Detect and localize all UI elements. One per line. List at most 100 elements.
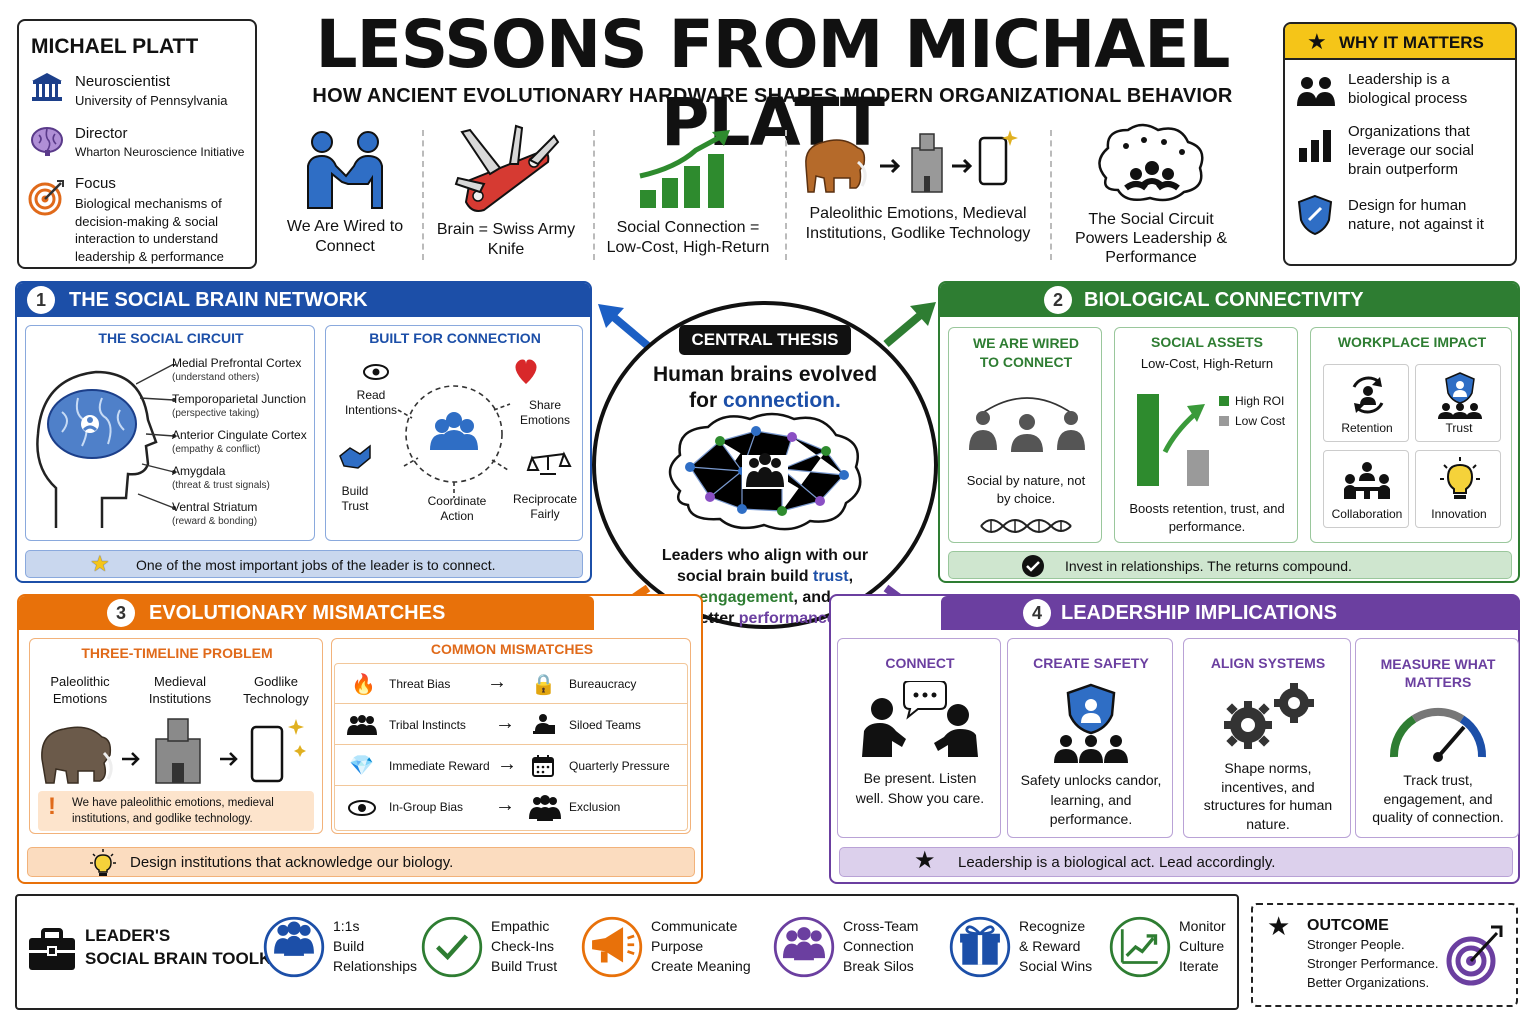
network-brain-icon	[668, 412, 862, 531]
built-label: Reciprocate Fairly	[512, 492, 578, 521]
mismatch-to: Siloed Teams	[569, 718, 641, 732]
arrow-icon: →	[487, 671, 507, 693]
idea-label: Paleolithic Emotions, Medieval Instituti…	[805, 205, 1031, 242]
mammoth-castle-phone-icon	[41, 718, 306, 784]
panel-title: BUILT FOR CONNECTION	[369, 330, 541, 346]
top-ideas: We Are Wired to Connect Brain = Swiss Ar…	[270, 120, 1270, 270]
connected-people-icon	[969, 397, 1085, 452]
brain-region: Ventral Striatum(reward & bonding)	[172, 500, 258, 527]
profile-item-title: Neuroscientist	[75, 73, 171, 90]
toolkit-title: LEADER'S	[85, 926, 171, 945]
panel-title: WE ARE WIRED TO CONNECT	[972, 335, 1080, 370]
mammoth-castle-phone-icon	[805, 130, 1018, 193]
retention-icon	[1352, 376, 1384, 414]
why-item: Leadership is a biological process	[1348, 71, 1468, 107]
card-title: MEASURE WHAT MATTERS	[1380, 656, 1496, 690]
section-number: 1	[27, 286, 55, 314]
profile-name: MICHAEL PLATT	[31, 35, 199, 58]
toolkit-line: Communicate	[651, 918, 738, 934]
toolkit-icon	[421, 916, 483, 978]
star-icon: ★	[914, 847, 936, 874]
section-title: BIOLOGICAL CONNECTIVITY	[1084, 289, 1364, 311]
section-number: 2	[1044, 286, 1072, 314]
toolkit-line: Social Wins	[1019, 958, 1093, 974]
toolkit-icon	[263, 916, 325, 978]
mismatch-row: In-Group Bias → Exclusion	[335, 787, 687, 827]
group-icon	[347, 715, 377, 735]
toolbox-icon	[29, 928, 75, 970]
section-title: EVOLUTIONARY MISMATCHES	[149, 602, 446, 624]
brain-icon	[31, 127, 63, 156]
brain-region: Temporoparietal Junction(perspective tak…	[172, 392, 307, 419]
toolkit-line: Iterate	[1179, 958, 1219, 974]
mismatch-to: Bureaucracy	[569, 677, 637, 691]
mismatch-from: Immediate Reward	[389, 759, 490, 773]
target-icon	[28, 180, 64, 216]
brain-region: Medial Prefrontal Cortex(understand othe…	[172, 356, 302, 383]
profile-item-title: Focus	[75, 175, 116, 192]
toolkit-line: 1:1s	[333, 918, 360, 934]
impact-tile: Innovation	[1415, 450, 1501, 528]
mismatch-to: Exclusion	[569, 800, 621, 814]
lock-icon: 🔒	[531, 674, 556, 696]
people-icon	[1297, 77, 1335, 106]
arrow-icon: →	[495, 794, 515, 816]
lightbulb-icon	[90, 849, 116, 876]
panel-title: THREE-TIMELINE PROBLEM	[81, 645, 273, 661]
target-icon	[1446, 925, 1503, 986]
thesis-line: for connection.	[689, 389, 841, 412]
impact-label: Retention	[1341, 421, 1393, 435]
built-label: Build Trust	[341, 484, 369, 513]
common-mismatches-panel: COMMON MISMATCHES 🔥 Threat Bias → 🔒 Bure…	[331, 638, 691, 834]
central-thesis-circle: CENTRAL THESIS Human brains evolved for …	[592, 301, 938, 629]
toolkit-line: Culture	[1179, 938, 1225, 954]
section-band: ★ One of the most important jobs of the …	[25, 550, 583, 578]
star-icon: ★	[90, 551, 110, 576]
toolkit-icon	[773, 916, 835, 978]
group-icon	[529, 795, 561, 821]
why-item: Design for human nature, not against it	[1348, 197, 1484, 233]
profile-item-desc: Biological mechanisms of decision-making…	[75, 196, 224, 264]
fire-icon: 🔥	[351, 674, 376, 696]
implication-card: MEASURE WHAT MATTERS Track trust, engage…	[1355, 638, 1519, 838]
social-circuit-panel: THE SOCIAL CIRCUIT Medial Prefrontal Cor…	[25, 325, 315, 541]
built-label: Share Emotions	[519, 398, 571, 427]
why-item: Organizations that leverage our social b…	[1348, 123, 1474, 178]
toolkit-title: SOCIAL BRAIN TOOLKIT	[85, 949, 287, 968]
section-band: Invest in relationships. The returns com…	[948, 551, 1512, 579]
star-icon: ★	[1267, 911, 1291, 941]
impact-tile: Retention	[1323, 364, 1409, 442]
bar-chart-icon	[1299, 130, 1331, 162]
built-label: Coordinate Action	[427, 494, 487, 523]
social-circuit-brain-icon	[1098, 123, 1204, 202]
panel-title: WORKPLACE IMPACT	[1337, 334, 1487, 350]
lightbulb-icon	[1440, 457, 1480, 499]
arrow-icon	[883, 302, 936, 348]
mismatch-from: In-Group Bias	[389, 800, 464, 814]
legend-swatch	[1219, 396, 1229, 406]
timeline-label: Godlike Technology	[243, 674, 309, 706]
timeline-label: Medieval Institutions	[148, 674, 212, 706]
profile-item-desc: Wharton Neuroscience Initiative	[75, 145, 245, 159]
implication-card: CONNECT Be present. Listen well. Show yo…	[837, 638, 1001, 838]
mismatch-from: Tribal Instincts	[389, 718, 466, 732]
impact-tile: Collaboration	[1323, 450, 1409, 528]
warning-icon: !	[48, 793, 56, 820]
section-title: LEADERSHIP IMPLICATIONS	[1061, 602, 1337, 624]
timeline-label: Paleolithic Emotions	[50, 674, 110, 706]
roi-chart-icon	[1137, 394, 1209, 486]
card-title: CREATE SAFETY	[1033, 655, 1149, 671]
wired-panel: WE ARE WIRED TO CONNECT Social by nature…	[948, 327, 1102, 543]
section-header: 2 BIOLOGICAL CONNECTIVITY	[940, 283, 1518, 317]
toolkit-icon	[949, 916, 1011, 978]
card-title: ALIGN SYSTEMS	[1210, 655, 1326, 671]
thesis-tag: CENTRAL THESIS	[679, 325, 851, 355]
outcome-card: ★ OUTCOME Stronger People. Stronger Perf…	[1251, 903, 1518, 1007]
toolkit-icon	[1109, 916, 1171, 978]
